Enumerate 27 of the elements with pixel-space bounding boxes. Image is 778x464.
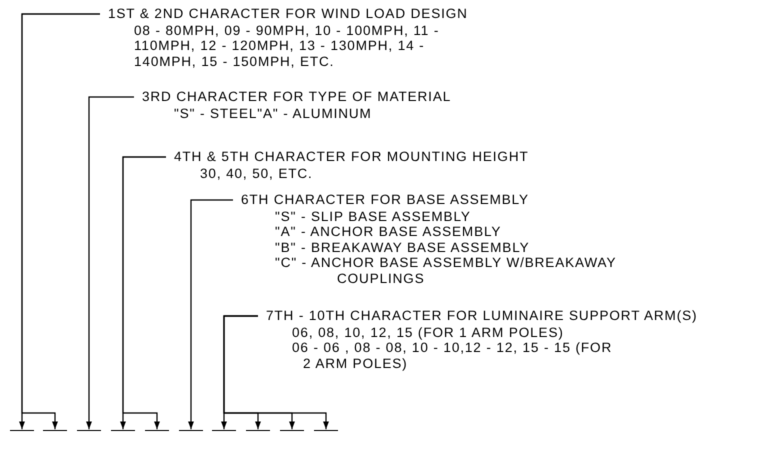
description-text: "S" - STEEL"A" - ALUMINUM — [173, 106, 373, 121]
description-text: 30, 40, 50, ETC. — [199, 166, 314, 181]
leader-arrow — [188, 199, 233, 430]
character-slot-line — [179, 430, 203, 431]
character-slot-line — [10, 430, 34, 431]
description-text: "A" - ANCHOR BASE ASSEMBLY — [274, 224, 502, 240]
description-text: "C" - ANCHOR BASE ASSEMBLY W/BREAKAWAY COUPLINGS — [274, 255, 618, 286]
character-slot-line — [145, 430, 169, 431]
heading-text: 7TH - 10TH CHARACTER FOR LUMINAIRE SUPPORT ARM(S) — [265, 308, 698, 324]
leader-arrow — [223, 315, 329, 430]
heading-text: 4TH & 5TH CHARACTER FOR MOUNTING HEIGHT — [173, 149, 529, 164]
character-slot-line — [77, 430, 101, 431]
heading-text: 1ST & 2ND CHARACTER FOR WIND LOAD DESIGN — [107, 6, 468, 22]
character-slot-line — [212, 430, 236, 431]
description-text: "S" - SLIP BASE ASSEMBLY — [274, 208, 472, 224]
heading-text: 3RD CHARACTER FOR TYPE OF MATERIAL — [141, 89, 452, 104]
description-text: 06 - 06 , 08 - 08, 10 - 10,12 - 12, 15 - 15 (FOR 2 ARM POLES) — [291, 340, 613, 371]
description-text: 06, 08, 10, 12, 15 (FOR 1 ARM POLES) — [291, 324, 565, 340]
heading-text: 6TH CHARACTER FOR BASE ASSEMBLY — [240, 192, 530, 208]
character-slot-line — [246, 430, 270, 431]
character-slot-line — [43, 430, 67, 431]
description-text: "B" - BREAKAWAY BASE ASSEMBLY — [274, 240, 531, 255]
description-text: 08 - 80MPH, 09 - 90MPH, 10 - 100MPH, 11 - 110MPH, 12 - 120MPH, 13 - 130MPH, 14 - 140MPH, 15 - 150MPH, ETC. — [133, 22, 440, 69]
character-slot-line — [111, 430, 135, 431]
character-slot-line — [280, 430, 304, 431]
character-slot-line — [314, 430, 338, 431]
leader-arrow — [86, 96, 134, 430]
